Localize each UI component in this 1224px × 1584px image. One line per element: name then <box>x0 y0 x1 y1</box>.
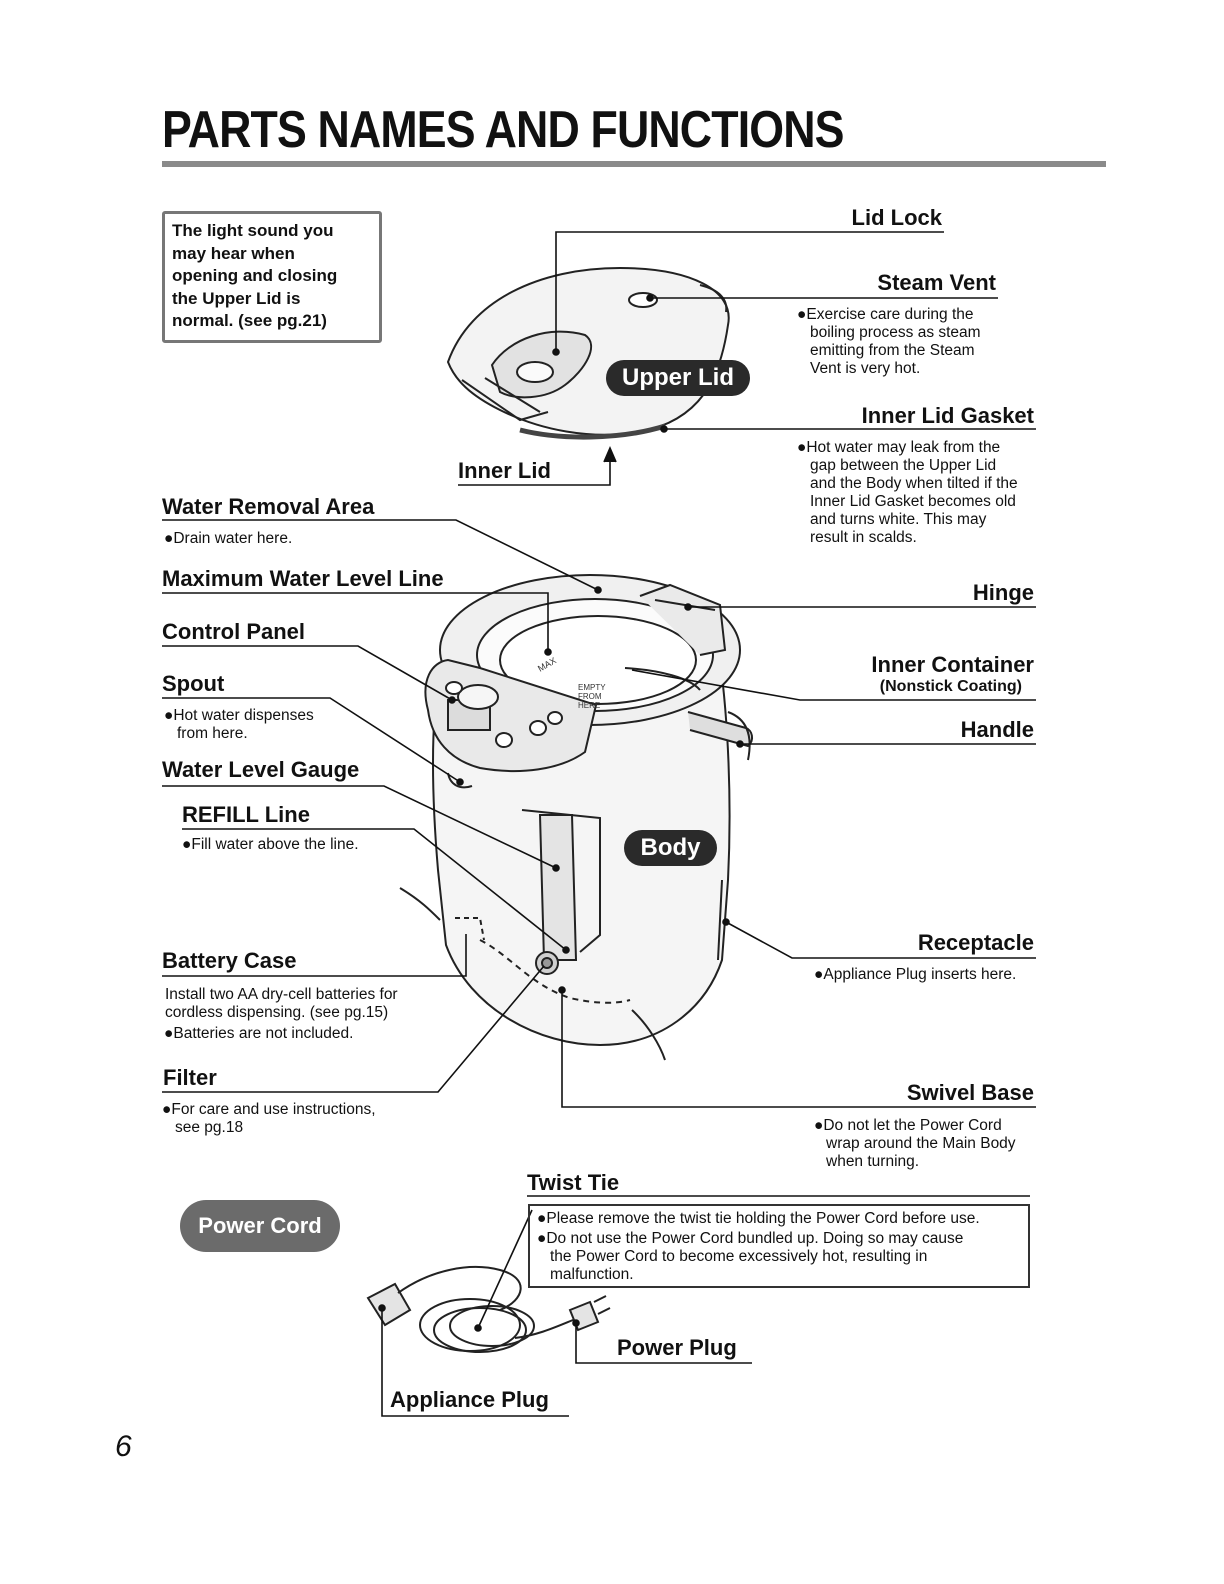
leader-water-gauge <box>162 785 557 869</box>
gasket-desc-2: gap between the Upper Lid <box>810 457 997 474</box>
gasket-desc-4: Inner Lid Gasket becomes old <box>810 493 1016 510</box>
twist-tie-desc-4: malfunction. <box>550 1266 634 1283</box>
control-panel-label: Control Panel <box>162 619 306 644</box>
leader-receptacle <box>725 921 1036 959</box>
body-badge: Body <box>624 830 717 866</box>
battery-case-label: Battery Case <box>162 948 297 973</box>
spout-desc-2: from here. <box>177 725 248 742</box>
filter-desc-2: see pg.18 <box>175 1119 244 1136</box>
steam-vent-label: Steam Vent <box>877 270 996 295</box>
swivel-desc-2: wrap around the Main Body <box>826 1135 1016 1152</box>
leader-spout <box>162 697 461 783</box>
note-line: normal. (see pg.21) <box>172 311 327 330</box>
note-box: The light sound you may hear when openin… <box>162 211 382 343</box>
twist-tie-desc-3: the Power Cord to become excessively hot… <box>550 1248 928 1265</box>
leader-power-plug <box>575 1323 752 1364</box>
battery-desc-3: ●Batteries are not included. <box>164 1025 354 1042</box>
note-line: the Upper Lid is <box>172 288 301 308</box>
leader-inner-container <box>631 669 1036 701</box>
gasket-desc-1: ●Hot water may leak from the <box>797 439 1001 456</box>
receptacle-desc: ●Appliance Plug inserts here. <box>814 966 1017 983</box>
swivel-base-label: Swivel Base <box>906 1080 1034 1105</box>
spout-desc-1: ●Hot water dispenses <box>164 707 314 724</box>
steam-vent-desc-4: Vent is very hot. <box>810 360 921 377</box>
page-number: 6 <box>115 1430 132 1463</box>
twist-tie-label: Twist Tie <box>527 1170 620 1195</box>
upper-lid-drawing <box>446 266 730 440</box>
page-title: PARTS NAMES AND FUNCTIONS <box>162 101 844 159</box>
note-line: opening and closing <box>172 266 338 285</box>
water-removal-label: Water Removal Area <box>162 494 375 519</box>
steam-vent-desc-1: ●Exercise care during the <box>797 306 974 323</box>
battery-desc-1: Install two AA dry-cell batteries for <box>165 986 398 1003</box>
inner-lid-gasket-label: Inner Lid Gasket <box>861 403 1034 428</box>
filter-desc-1: ●For care and use instructions, <box>162 1101 376 1118</box>
leader-twist-tie <box>477 1209 533 1329</box>
swivel-desc-1: ●Do not let the Power Cord <box>814 1117 1002 1134</box>
note-line: may hear when <box>172 243 295 263</box>
spout-label: Spout <box>162 671 225 696</box>
leader-inner-lid <box>458 452 611 486</box>
refill-line-desc: ●Fill water above the line. <box>182 836 359 853</box>
water-removal-desc: ●Drain water here. <box>164 530 293 547</box>
hinge-label: Hinge <box>972 580 1034 605</box>
gasket-desc-6: result in scalds. <box>810 529 917 546</box>
upper-lid-badge: Upper Lid <box>606 360 750 396</box>
battery-desc-2: cordless dispensing. (see pg.15) <box>165 1004 389 1021</box>
swivel-desc-3: when turning. <box>826 1153 920 1170</box>
gasket-desc-3: and the Body when tilted if the <box>810 475 1018 492</box>
power-plug-label: Power Plug <box>617 1335 737 1360</box>
leader-appliance-plug <box>381 1308 569 1417</box>
power-cord-badge: Power Cord <box>180 1200 340 1252</box>
leader-max-line <box>162 592 549 652</box>
empty-mark-3: HERE <box>578 701 600 710</box>
leader-refill <box>182 828 567 951</box>
gasket-desc-5: and turns white. This may <box>810 511 987 528</box>
pot-body-drawing <box>399 574 754 1061</box>
leader-water-removal <box>162 519 599 591</box>
steam-vent-desc-3: emitting from the Steam <box>810 342 975 359</box>
receptacle-label: Receptacle <box>917 930 1034 955</box>
leader-battery <box>162 934 467 977</box>
handle-label: Handle <box>960 717 1034 742</box>
twist-tie-desc-1: ●Please remove the twist tie holding the… <box>537 1210 980 1227</box>
max-water-level-label: Maximum Water Level Line <box>162 566 444 591</box>
lid-lock-label: Lid Lock <box>851 205 942 230</box>
leader-control-panel <box>162 645 453 701</box>
inner-container-sub: (Nonstick Coating) <box>879 678 1022 695</box>
leader-swivel <box>561 990 1036 1108</box>
leader-filter <box>162 965 545 1093</box>
title-rule <box>162 161 1106 167</box>
inner-lid-label: Inner Lid <box>458 458 551 483</box>
note-line: The light sound you <box>172 221 334 240</box>
inner-container-label: Inner Container <box>871 652 1034 677</box>
empty-mark-2: FROM <box>578 692 602 701</box>
appliance-plug-label: Appliance Plug <box>390 1387 549 1412</box>
filter-label: Filter <box>163 1065 217 1090</box>
empty-mark-1: EMPTY <box>578 683 606 692</box>
water-level-gauge-label: Water Level Gauge <box>162 757 360 782</box>
twist-tie-desc-2: ●Do not use the Power Cord bundled up. D… <box>537 1230 964 1247</box>
refill-line-label: REFILL Line <box>182 802 310 827</box>
leader-lid-lock <box>555 231 944 352</box>
twist-tie-box <box>528 1204 1030 1288</box>
steam-vent-desc-2: boiling process as steam <box>810 324 981 341</box>
